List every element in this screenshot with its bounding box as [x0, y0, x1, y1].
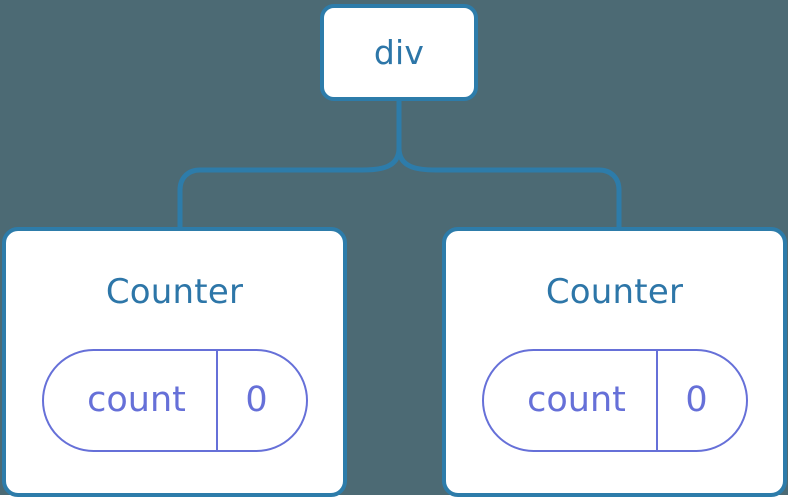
state-value-count-2: 0	[685, 380, 708, 420]
state-pill-counter-2[interactable]: count 0	[481, 349, 748, 452]
node-counter-2[interactable]: Counter count 0	[442, 227, 787, 497]
node-counter-1[interactable]: Counter count 0	[2, 227, 347, 497]
node-counter-2-label: Counter	[545, 272, 684, 312]
state-key-count-1: count	[44, 351, 218, 450]
connector-right-branch	[396, 147, 622, 228]
state-value-count-1: 0	[245, 380, 268, 420]
connector-left-branch	[177, 147, 402, 228]
state-pill-counter-1[interactable]: count 0	[41, 349, 308, 452]
node-div[interactable]: div	[320, 4, 478, 101]
state-key-count-2: count	[484, 351, 658, 450]
node-div-label: div	[373, 33, 425, 72]
node-counter-1-label: Counter	[105, 272, 244, 312]
